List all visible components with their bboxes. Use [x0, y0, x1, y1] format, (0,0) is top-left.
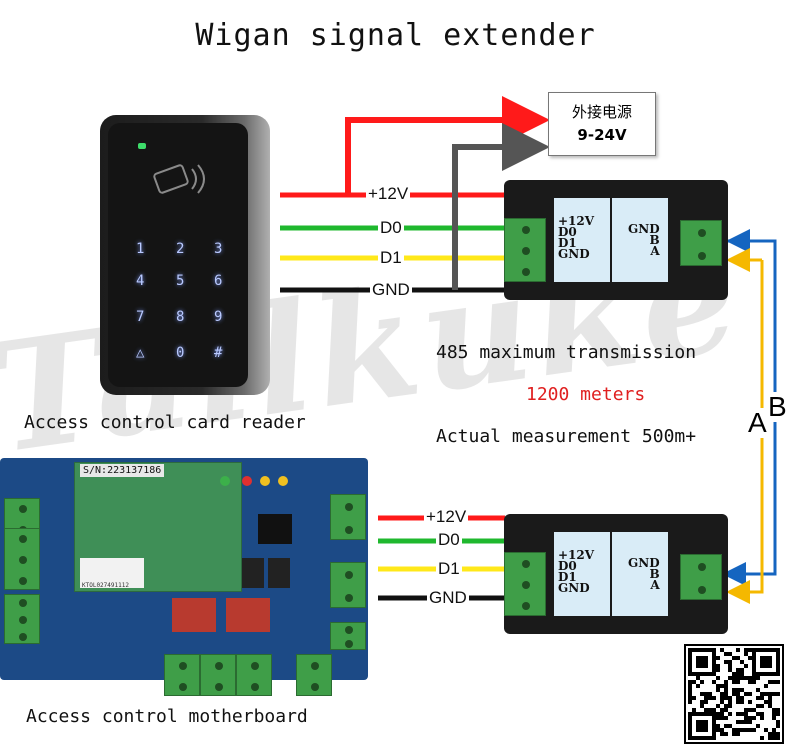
reader-key: 3	[214, 241, 223, 257]
board-chip	[258, 514, 292, 544]
board-sticker	[80, 558, 144, 588]
caption-transmission: 485 maximum transmission	[436, 342, 697, 363]
reader-key: 1	[136, 241, 145, 257]
terminal-block-right-bottom	[680, 554, 722, 600]
reader-key: 7	[136, 309, 145, 325]
top-label-d1: D1	[378, 248, 404, 267]
access-control-motherboard: S/N:223137186 KTOL027491112	[0, 458, 368, 696]
board-terminal-bottom-4	[296, 654, 332, 696]
bottom-label-d0: D0	[436, 530, 462, 549]
reader-key: 5	[176, 273, 185, 289]
power-box-label: 外接电源	[571, 103, 632, 121]
board-terminal-left-2	[4, 528, 40, 590]
reader-key: △	[136, 345, 145, 361]
module-label-right-top	[612, 198, 668, 282]
bottom-label-d1: D1	[436, 559, 462, 578]
bottom-label-gnd: GND	[427, 588, 469, 607]
board-regulator-2	[268, 558, 290, 588]
board-led-red	[242, 476, 252, 486]
reader-key: 9	[214, 309, 223, 325]
board-led-yellow-1	[260, 476, 270, 486]
top-label-d0: D0	[378, 218, 404, 237]
top-label-gnd: GND	[370, 280, 412, 299]
label-b: B	[768, 391, 787, 422]
caption-measurement: Actual measurement 500m+	[436, 426, 697, 447]
qr-code-pattern	[688, 648, 780, 740]
label-a: A	[746, 407, 769, 438]
terminal-block-left-top	[504, 218, 546, 282]
diagram-title: Wigan signal extender	[195, 18, 596, 53]
terminal-block-left-bottom	[504, 552, 546, 616]
card-reader: 1 2 3 4 5 6 7 8 9 △ 0 #	[100, 115, 270, 395]
board-terminal-bottom-2	[200, 654, 236, 696]
board-sticker-label: KTOL027491112	[82, 582, 129, 589]
caption-motherboard: Access control motherboard	[26, 706, 308, 727]
reader-key: #	[214, 345, 223, 361]
top-label-12v: +12V	[366, 184, 411, 203]
module-label-left-top	[554, 198, 610, 282]
reader-key: 8	[176, 309, 185, 325]
status-led	[138, 143, 146, 149]
module-label-right-bottom	[612, 532, 668, 616]
rs485-line-a	[726, 260, 764, 604]
board-terminal-right-2	[330, 562, 366, 608]
power-box-voltage: 9-24V	[577, 126, 627, 144]
reader-key: 2	[176, 241, 185, 257]
power-ground-line	[452, 123, 550, 290]
board-serial-label: S/N:223137186	[80, 464, 165, 477]
reader-key: 6	[214, 273, 223, 289]
card-tap-icon	[153, 164, 205, 194]
board-led-green	[220, 476, 230, 486]
qr-code	[684, 644, 784, 744]
board-terminal-bottom-3	[236, 654, 272, 696]
terminal-block-right-top	[680, 220, 722, 266]
board-terminal-right-1	[330, 494, 366, 540]
board-regulator-1	[242, 558, 264, 588]
external-power-box: 外接电源 9-24V	[548, 92, 656, 156]
module-label-left-bottom	[554, 532, 610, 616]
board-terminal-left-3	[4, 594, 40, 644]
caption-card-reader: Access control card reader	[24, 412, 306, 433]
board-relay-1	[172, 598, 216, 632]
bottom-label-12v: +12V	[424, 507, 469, 526]
reader-key: 4	[136, 273, 145, 289]
board-terminal-bottom-1	[164, 654, 200, 696]
card-reader-face: 1 2 3 4 5 6 7 8 9 △ 0 #	[108, 123, 248, 387]
board-relay-2	[226, 598, 270, 632]
power-positive-line	[345, 96, 550, 195]
caption-distance: 1200 meters	[526, 384, 646, 405]
board-led-yellow-2	[278, 476, 288, 486]
board-terminal-right-3	[330, 622, 366, 650]
reader-key: 0	[176, 345, 185, 361]
